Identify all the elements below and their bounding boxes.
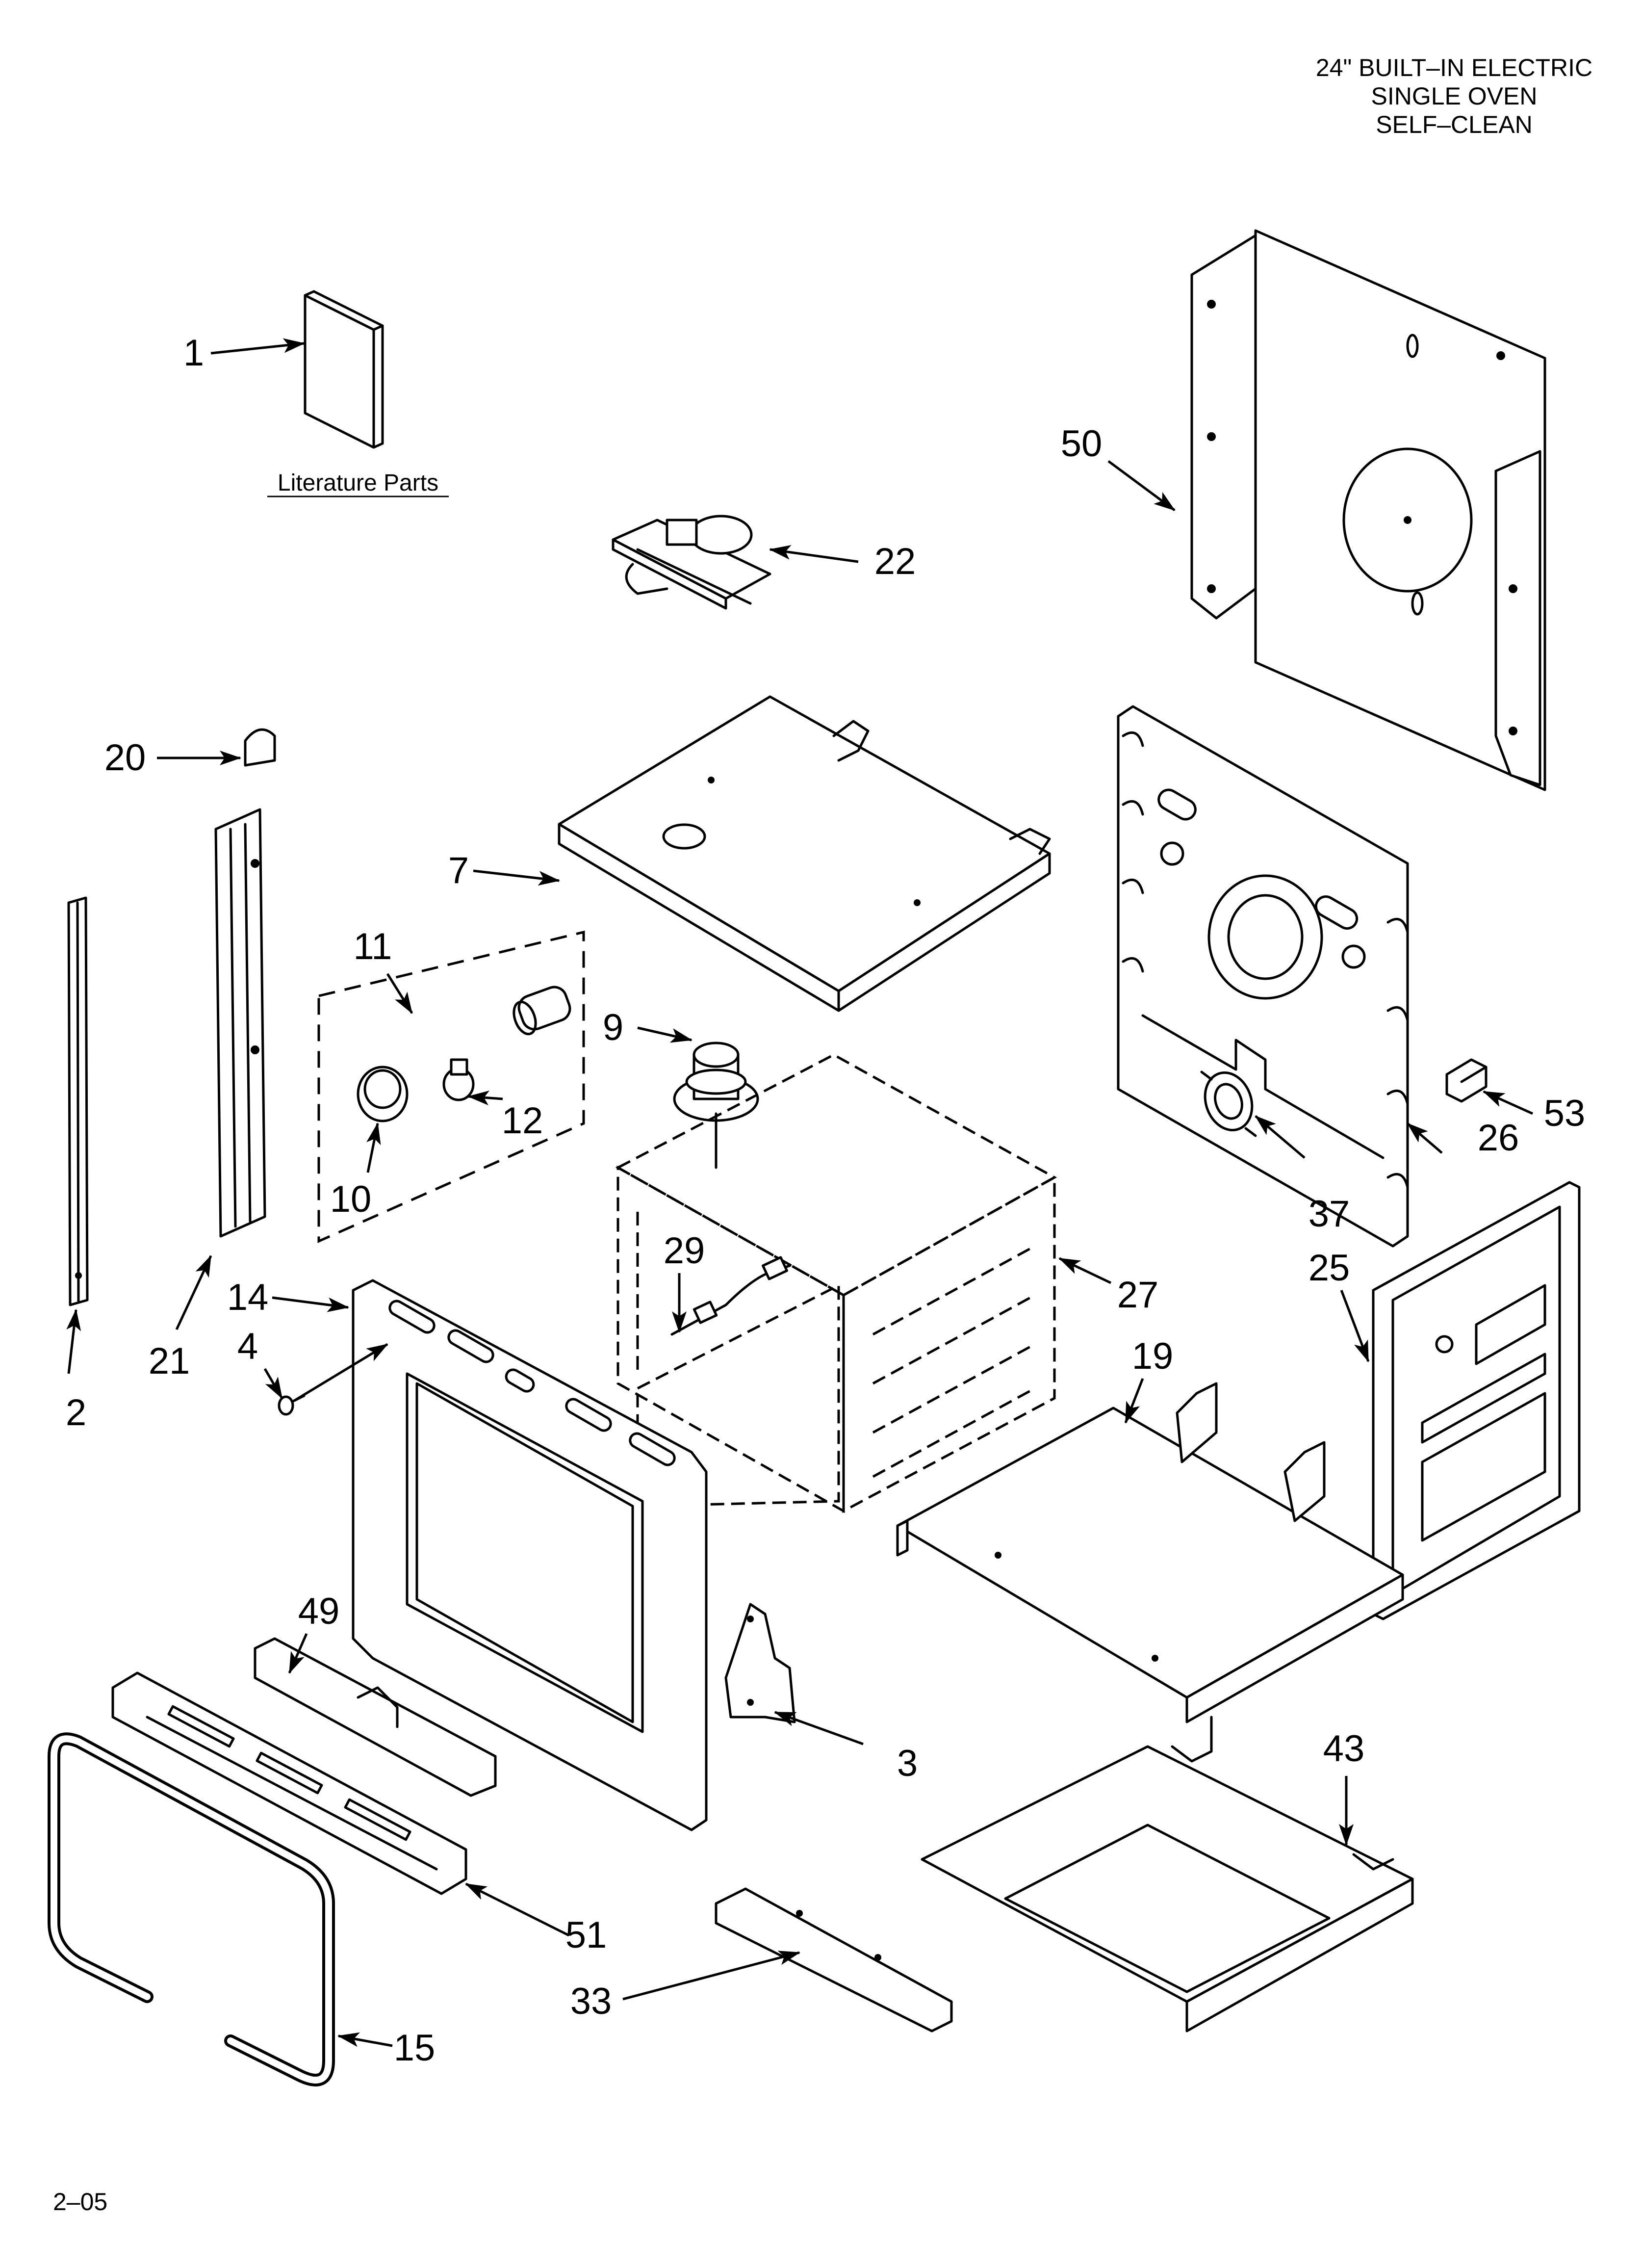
callout-1: 1: [183, 332, 204, 374]
part-33-front-rail: [715, 1887, 953, 2033]
callout-33: 33: [570, 1981, 612, 2022]
part-2-door-rod: [67, 896, 89, 1306]
part-4-screw: [278, 1394, 306, 1416]
header-title-line-3: SELF–CLEAN: [1376, 111, 1533, 138]
part-25-side-panel: [1372, 1181, 1581, 1620]
part-43-base-pan: [921, 1716, 1414, 2033]
part-12-bulb: [442, 1058, 475, 1101]
callout-12: 12: [502, 1100, 543, 1142]
callout-49: 49: [298, 1590, 340, 1632]
callout-37: 37: [1308, 1193, 1350, 1235]
part-37-thermal-fuse: [1200, 1070, 1257, 1137]
part-14-front-frame: [352, 1279, 708, 1831]
callout-43: 43: [1323, 1728, 1365, 1770]
part-49-lower-trim: [254, 1637, 497, 1797]
callout-20: 20: [104, 737, 146, 779]
part-19-bottom-cover: [896, 1382, 1404, 1723]
part-27-oven-cavity: [615, 1053, 1057, 1513]
callout-3: 3: [897, 1743, 918, 1784]
part-20-clip: [244, 728, 276, 767]
header-title-line-2: SINGLE OVEN: [1371, 82, 1538, 110]
callout-51: 51: [565, 1914, 607, 1956]
callout-26: 26: [1478, 1117, 1519, 1159]
callout-53: 53: [1544, 1093, 1586, 1134]
callout-labels: 1 22 50 20 7 11 9 12 10 2 21 14 4 29 27 …: [66, 332, 1585, 2069]
callout-29: 29: [664, 1230, 705, 1272]
callout-7: 7: [448, 850, 469, 891]
diagram-header: 24" BUILT–IN ELECTRIC SINGLE OVEN SELF–C…: [1316, 54, 1592, 138]
part-15-door-gasket: [48, 1732, 335, 2086]
part-11-light-assembly-group: [317, 930, 585, 1243]
part-26-rear-frame: [1117, 705, 1409, 1248]
part-9-sensor-probe: [673, 1042, 759, 1169]
callout-22: 22: [874, 541, 916, 582]
callout-21: 21: [149, 1340, 190, 1382]
part-11-socket: [513, 986, 571, 1036]
callout-14: 14: [227, 1277, 269, 1318]
callout-2: 2: [66, 1392, 86, 1434]
part-53-bracket: [1445, 1058, 1488, 1103]
callout-27: 27: [1117, 1274, 1159, 1316]
callout-50: 50: [1061, 423, 1103, 465]
part-7-top-cover: [558, 695, 1051, 1012]
callout-15: 15: [394, 2027, 436, 2069]
part-51-vent-trim: [111, 1671, 467, 1895]
callout-10: 10: [330, 1178, 372, 1220]
part-50-rear-panel: [1190, 229, 1546, 791]
callout-11: 11: [354, 926, 392, 967]
part-3-bracket: [724, 1603, 796, 1723]
leader-lines: [66, 338, 1534, 2047]
header-title-line-1: 24" BUILT–IN ELECTRIC: [1316, 54, 1592, 81]
part-1-literature-booklet: Literature Parts: [267, 290, 449, 497]
callout-25: 25: [1308, 1247, 1350, 1289]
part-22-component-assembly: [612, 515, 771, 610]
callout-19: 19: [1132, 1335, 1174, 1377]
callout-4: 4: [237, 1326, 258, 1367]
callout-9: 9: [603, 1007, 623, 1048]
part-10-light-lens: [357, 1066, 409, 1122]
part-21-side-trim: [214, 808, 266, 1238]
literature-parts-label: Literature Parts: [278, 470, 438, 496]
page-code: 2–05: [53, 2188, 107, 2216]
